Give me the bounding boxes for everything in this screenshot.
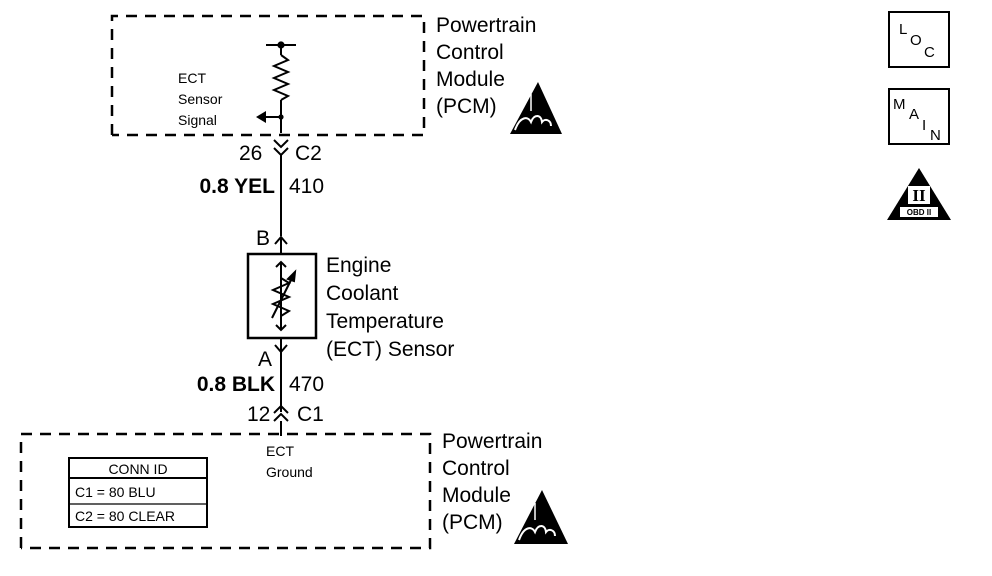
c2-pin-number: 26 [239, 142, 262, 165]
svg-text:OBD II: OBD II [907, 208, 931, 217]
conn-id-row-c1: C1 = 80 BLU [75, 484, 156, 500]
esd-warning-icon [514, 490, 568, 544]
obd-ii-icon: II OBD II [887, 168, 951, 220]
svg-text:O: O [910, 32, 922, 49]
svg-text:L: L [899, 21, 907, 38]
svg-text:A: A [909, 106, 919, 123]
signal-tap-arrow [256, 111, 284, 123]
esd-warning-icon [510, 82, 562, 134]
ground-wire-color: 0.8 BLK [197, 373, 275, 396]
sensor-pin-a: A [258, 348, 272, 371]
svg-text:N: N [930, 127, 941, 144]
connector-c1-symbol [273, 404, 289, 436]
pcm-top-box [110, 14, 426, 137]
conn-id-table: CONN ID C1 = 80 BLU C2 = 80 CLEAR [68, 457, 208, 528]
ect-sensor-name: Engine Coolant Temperature (ECT) Sensor [326, 254, 454, 361]
thermistor-icon [270, 260, 297, 332]
svg-text:M: M [893, 96, 906, 113]
svg-text:C: C [924, 44, 935, 61]
pin-b-terminal [274, 235, 288, 254]
sensor-pin-b: B [256, 227, 270, 250]
c1-pin-number: 12 [247, 403, 270, 426]
main-schematic-icon: M A I N [888, 88, 950, 145]
pcm-top-title: Powertrain Control Module (PCM) [436, 14, 542, 118]
pcm-bottom-box [19, 432, 432, 550]
conn-id-row-c2: C2 = 80 CLEAR [75, 508, 175, 524]
pin-a-terminal [274, 338, 288, 354]
ect-ground-label: ECT Ground [266, 443, 313, 480]
component-locator-icon: L O C [888, 11, 950, 68]
c1-connector-name: C1 [297, 403, 324, 426]
conn-id-header: CONN ID [108, 461, 167, 477]
pcm-bottom-title: Powertrain Control Module (PCM) [442, 430, 548, 534]
connector-c2-symbol [273, 139, 289, 157]
c2-connector-name: C2 [295, 142, 322, 165]
svg-text:I: I [922, 117, 926, 134]
ect-signal-label: ECT Sensor Signal [178, 70, 226, 128]
signal-wire-circuit: 410 [289, 175, 324, 198]
svg-text:II: II [912, 186, 926, 205]
pullup-resistor [266, 41, 296, 133]
signal-wire-color: 0.8 YEL [200, 175, 276, 198]
ground-wire-circuit: 470 [289, 373, 324, 396]
